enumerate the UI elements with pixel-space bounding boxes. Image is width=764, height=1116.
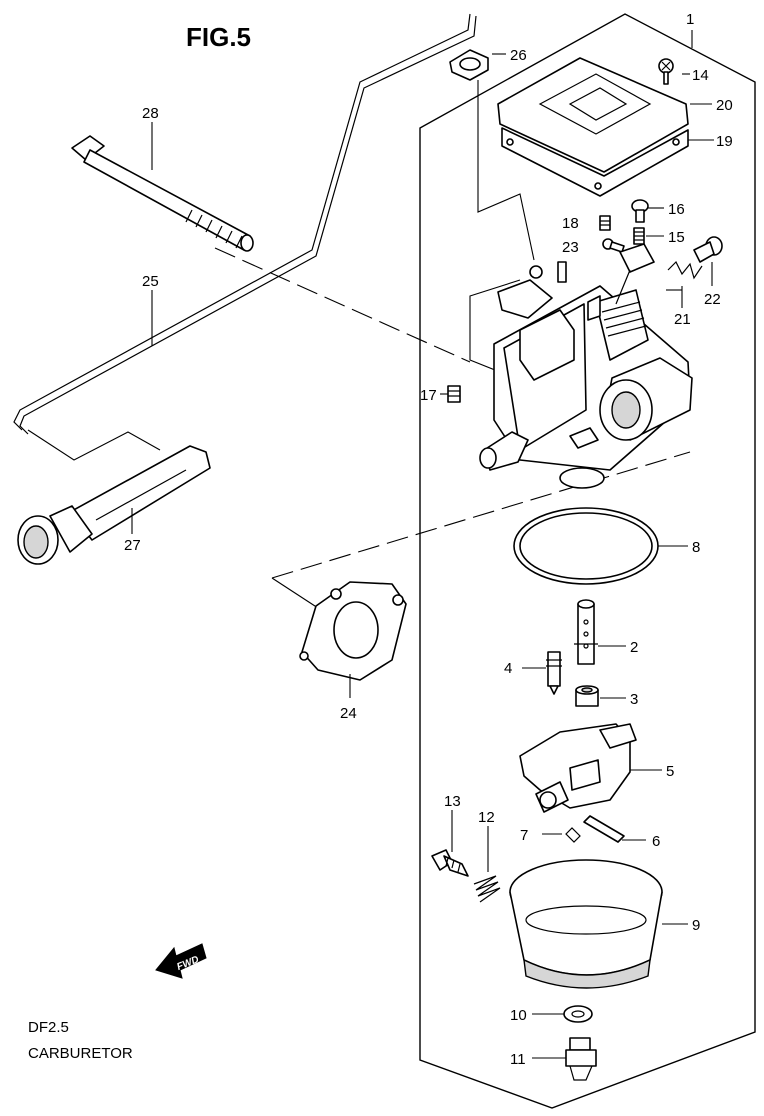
small-spring-15 bbox=[633, 227, 645, 245]
model-caption: DF2.5 bbox=[28, 1019, 69, 1036]
small-screw-16 bbox=[631, 199, 649, 223]
drain-washer bbox=[563, 1005, 593, 1023]
callout-1: 1 bbox=[686, 11, 694, 28]
needle-valve bbox=[546, 651, 562, 695]
callout-14: 14 bbox=[692, 67, 709, 84]
main-jet bbox=[575, 685, 599, 707]
plug-17 bbox=[447, 385, 461, 403]
callout-leaders bbox=[131, 30, 714, 1059]
callout-3: 3 bbox=[630, 691, 638, 708]
float-pin bbox=[583, 815, 625, 843]
drain-bolt bbox=[565, 1037, 597, 1081]
float-clip bbox=[565, 827, 581, 843]
top-gasket bbox=[501, 127, 689, 197]
callout-9: 9 bbox=[692, 917, 700, 934]
callout-11: 11 bbox=[510, 1051, 526, 1068]
callout-7: 7 bbox=[520, 827, 528, 844]
figure-title: FIG.5 bbox=[186, 22, 251, 52]
callout-12: 12 bbox=[478, 809, 495, 826]
carburetor-body bbox=[479, 243, 693, 489]
callout-19: 19 bbox=[716, 133, 733, 150]
callout-25: 25 bbox=[142, 273, 159, 290]
callout-24: 24 bbox=[340, 705, 357, 722]
pilot-screw bbox=[431, 849, 469, 877]
callout-18: 18 bbox=[562, 215, 579, 232]
callout-17: 17 bbox=[420, 387, 437, 404]
top-cover bbox=[497, 57, 689, 173]
alignment-line-gasket-b bbox=[271, 577, 319, 609]
callout-numbers: 1 2 3 4 5 6 7 8 9 10 11 12 13 14 15 16 1… bbox=[124, 11, 733, 1068]
rod-clip bbox=[449, 49, 489, 81]
float bbox=[519, 723, 637, 813]
alignment-line-knob bbox=[27, 429, 161, 461]
callout-27: 27 bbox=[124, 537, 141, 554]
idle-spring bbox=[667, 260, 703, 280]
callout-5: 5 bbox=[666, 763, 674, 780]
alignment-line-top bbox=[477, 80, 535, 261]
alignment-line-gasket bbox=[271, 451, 691, 579]
small-screw-23 bbox=[602, 238, 625, 253]
float-bowl bbox=[509, 859, 663, 989]
callout-26: 26 bbox=[510, 47, 527, 64]
pilot-spring bbox=[473, 875, 501, 903]
callout-23: 23 bbox=[562, 239, 579, 256]
intake-gasket bbox=[299, 581, 407, 681]
callout-8: 8 bbox=[692, 539, 700, 556]
throttle-rod bbox=[13, 13, 471, 431]
fwd-direction-arrow: FWD bbox=[155, 943, 207, 979]
callout-21: 21 bbox=[674, 311, 691, 328]
assembly-frame bbox=[419, 13, 756, 1109]
callout-28: 28 bbox=[142, 105, 159, 122]
callout-10: 10 bbox=[510, 1007, 527, 1024]
callout-13: 13 bbox=[444, 793, 461, 810]
callout-16: 16 bbox=[668, 201, 685, 218]
long-bolt bbox=[71, 135, 254, 252]
subject-caption: CARBURETOR bbox=[28, 1045, 133, 1062]
top-screw bbox=[658, 58, 674, 85]
throttle-rod-inner bbox=[19, 15, 477, 435]
callout-2: 2 bbox=[630, 639, 638, 656]
callout-15: 15 bbox=[668, 229, 685, 246]
callout-20: 20 bbox=[716, 97, 733, 114]
small-plug-18 bbox=[599, 215, 611, 231]
callout-4: 4 bbox=[504, 660, 512, 677]
main-jet-tube bbox=[574, 599, 598, 665]
bowl-o-ring bbox=[513, 507, 659, 585]
callout-22: 22 bbox=[704, 291, 721, 308]
alignment-line-rod bbox=[214, 247, 471, 363]
choke-knob bbox=[17, 445, 211, 565]
callout-6: 6 bbox=[652, 833, 660, 850]
idle-screw bbox=[693, 236, 723, 263]
